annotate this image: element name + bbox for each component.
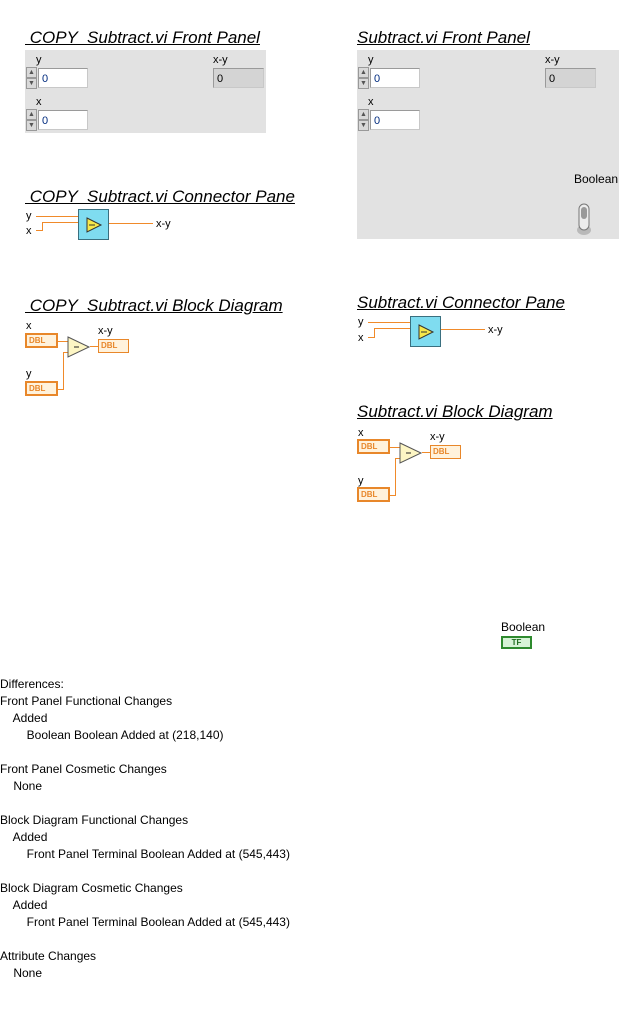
orig-connector-icon[interactable]: [410, 316, 441, 347]
report-line: None: [0, 779, 43, 793]
copy-conn-x-wire-v: [42, 222, 43, 231]
report-heading: Differences:: [0, 677, 64, 691]
report-line: Front Panel Functional Changes: [0, 694, 173, 708]
copy-y-label: y: [36, 54, 42, 66]
report-line: Block Diagram Cosmetic Changes: [0, 881, 183, 895]
copy-conn-y-label: y: [26, 210, 32, 222]
orig-conn-xy-label: x-y: [488, 324, 503, 336]
orig-bd-x-terminal[interactable]: DBL: [357, 439, 390, 454]
orig-bd-y-label: y: [358, 475, 364, 487]
copy-xy-label: x-y: [213, 54, 228, 66]
orig-y-spinner[interactable]: ▲▼: [358, 67, 369, 89]
orig-x-label: x: [368, 96, 374, 108]
orig-block-diagram-title: Subtract.vi Block Diagram: [357, 402, 553, 421]
orig-conn-y-label: y: [358, 316, 364, 328]
report-line: Block Diagram Functional Changes: [0, 813, 189, 827]
copy-front-panel: y ▲▼ 0 x ▲▼ 0 x-y 0: [25, 50, 266, 133]
orig-x-spinner[interactable]: ▲▼: [358, 109, 369, 131]
boolean-label: Boolean: [574, 172, 619, 186]
copy-bd-y-terminal[interactable]: DBL: [25, 381, 58, 396]
orig-conn-xy-wire: [441, 329, 485, 330]
orig-bd-out-wire: [422, 452, 431, 453]
copy-x-control[interactable]: 0: [38, 110, 88, 130]
report-line: None: [0, 966, 43, 980]
report-line: Front Panel Terminal Boolean Added at (5…: [0, 915, 290, 929]
orig-bd-x-label: x: [358, 427, 364, 439]
orig-bd-xy-label: x-y: [430, 431, 445, 443]
report-line: Added: [0, 830, 48, 844]
report-line: Attribute Changes: [0, 949, 97, 963]
orig-bd-xy-terminal[interactable]: DBL: [430, 445, 461, 459]
copy-x-label: x: [36, 96, 42, 108]
orig-bd-y-wire-a: [390, 495, 395, 496]
orig-xy-indicator: 0: [545, 68, 596, 88]
subtract-function-icon[interactable]: [67, 336, 91, 358]
copy-bd-y-wire-c: [63, 352, 68, 353]
copy-bd-y-label: y: [26, 368, 32, 380]
copy-block-diagram-title: COPY Subtract.vi Block Diagram: [25, 296, 283, 315]
copy-bd-xy-label: x-y: [98, 325, 113, 337]
bool-terminal-label: Boolean: [501, 620, 546, 634]
copy-bd-y-wire-a: [58, 389, 63, 390]
copy-conn-y-wire: [36, 216, 78, 217]
orig-subtract-function-icon[interactable]: [399, 442, 423, 464]
copy-front-panel-title: COPY Subtract.vi Front Panel: [25, 28, 260, 47]
boolean-toggle-switch[interactable]: [573, 200, 597, 238]
copy-connector-icon[interactable]: [78, 209, 109, 240]
copy-xy-indicator: 0: [213, 68, 264, 88]
orig-bd-y-wire-c: [395, 458, 400, 459]
copy-connector-title: COPY Subtract.vi Connector Pane: [25, 187, 295, 206]
orig-bd-x-wire: [390, 447, 400, 448]
copy-y-spinner[interactable]: ▲▼: [26, 67, 37, 89]
copy-conn-x-label: x: [26, 225, 32, 237]
copy-conn-x-wire: [36, 230, 42, 231]
orig-conn-x-wire: [368, 337, 374, 338]
orig-conn-x-wire-h: [374, 328, 410, 329]
copy-bd-x-wire: [58, 341, 68, 342]
copy-conn-xy-wire: [109, 223, 153, 224]
report-line: Added: [0, 711, 48, 725]
copy-x-spinner[interactable]: ▲▼: [26, 109, 37, 131]
copy-conn-xy-label: x-y: [156, 218, 171, 230]
copy-bd-y-wire-b: [63, 352, 64, 390]
orig-conn-x-wire-v: [374, 328, 375, 338]
orig-bd-y-wire-b: [395, 458, 396, 496]
orig-xy-label: x-y: [545, 54, 560, 66]
copy-conn-x-wire-h: [42, 222, 78, 223]
orig-x-control[interactable]: 0: [370, 110, 420, 130]
orig-front-panel-title: Subtract.vi Front Panel: [357, 28, 530, 47]
copy-bd-x-label: x: [26, 320, 32, 332]
orig-bd-y-terminal[interactable]: DBL: [357, 487, 390, 502]
copy-bd-out-wire: [90, 346, 99, 347]
orig-conn-x-label: x: [358, 332, 364, 344]
orig-connector-title: Subtract.vi Connector Pane: [357, 293, 565, 312]
report-line: Front Panel Cosmetic Changes: [0, 762, 167, 776]
report-line: Boolean Boolean Added at (218,140): [0, 728, 224, 742]
copy-bd-x-terminal[interactable]: DBL: [25, 333, 58, 348]
copy-bd-xy-terminal[interactable]: DBL: [98, 339, 129, 353]
orig-y-label: y: [368, 54, 374, 66]
orig-y-control[interactable]: 0: [370, 68, 420, 88]
report-line: Added: [0, 898, 48, 912]
report-line: Front Panel Terminal Boolean Added at (5…: [0, 847, 290, 861]
boolean-terminal[interactable]: TF: [501, 636, 532, 649]
orig-conn-y-wire: [368, 322, 410, 323]
orig-front-panel: y ▲▼ 0 x ▲▼ 0 x-y 0 Boolean: [357, 50, 619, 239]
copy-y-control[interactable]: 0: [38, 68, 88, 88]
